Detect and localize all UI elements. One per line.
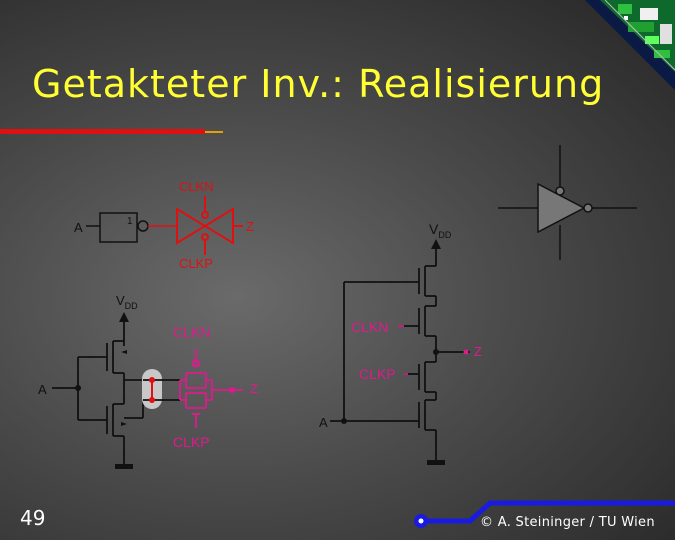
symbol-output-label: Z [246,219,254,234]
footer-circuit-trace [414,500,675,528]
inverter-gate-label: 1 [127,216,133,227]
ground-symbol [115,464,133,469]
cmos-transmission-gate [179,349,243,428]
page-number: 49 [20,506,46,530]
left-input-label: A [38,382,47,397]
symbol-clkp-label: CLKP [179,256,213,271]
cmos-inverter-transmission-gate [52,312,243,469]
left-vdd-label: VDD [116,293,138,311]
inverter-box [99,212,138,243]
inverter-symbol [498,145,637,260]
inverter-bubble [137,220,149,232]
symbol-input-label: A [74,220,83,235]
title-underline [0,129,205,134]
copyright-notice: © A. Steininger / TU Wien [480,515,655,530]
cmos-clocked-inverter [330,239,470,465]
slide-title: Getakteter Inv.: Realisierung [32,62,605,106]
logic-symbol-diagram [86,196,243,255]
right-input-label: A [319,415,328,430]
left-output-label: Z [250,381,258,396]
symbol-clkn-label: CLKN [179,179,214,194]
left-clkp-label: CLKP [173,434,210,450]
right-clkp-label: CLKP [359,366,396,382]
right-vdd-label: VDD [429,221,452,240]
left-clkn-label: CLKN [173,324,210,340]
right-clkn-label: CLKN [351,319,388,335]
transmission-gate-symbol [176,196,243,255]
circuit-board-logo [585,0,675,90]
title-underline-accent [205,131,223,133]
right-output-label: Z [474,344,482,359]
vdd-arrow [119,312,129,322]
